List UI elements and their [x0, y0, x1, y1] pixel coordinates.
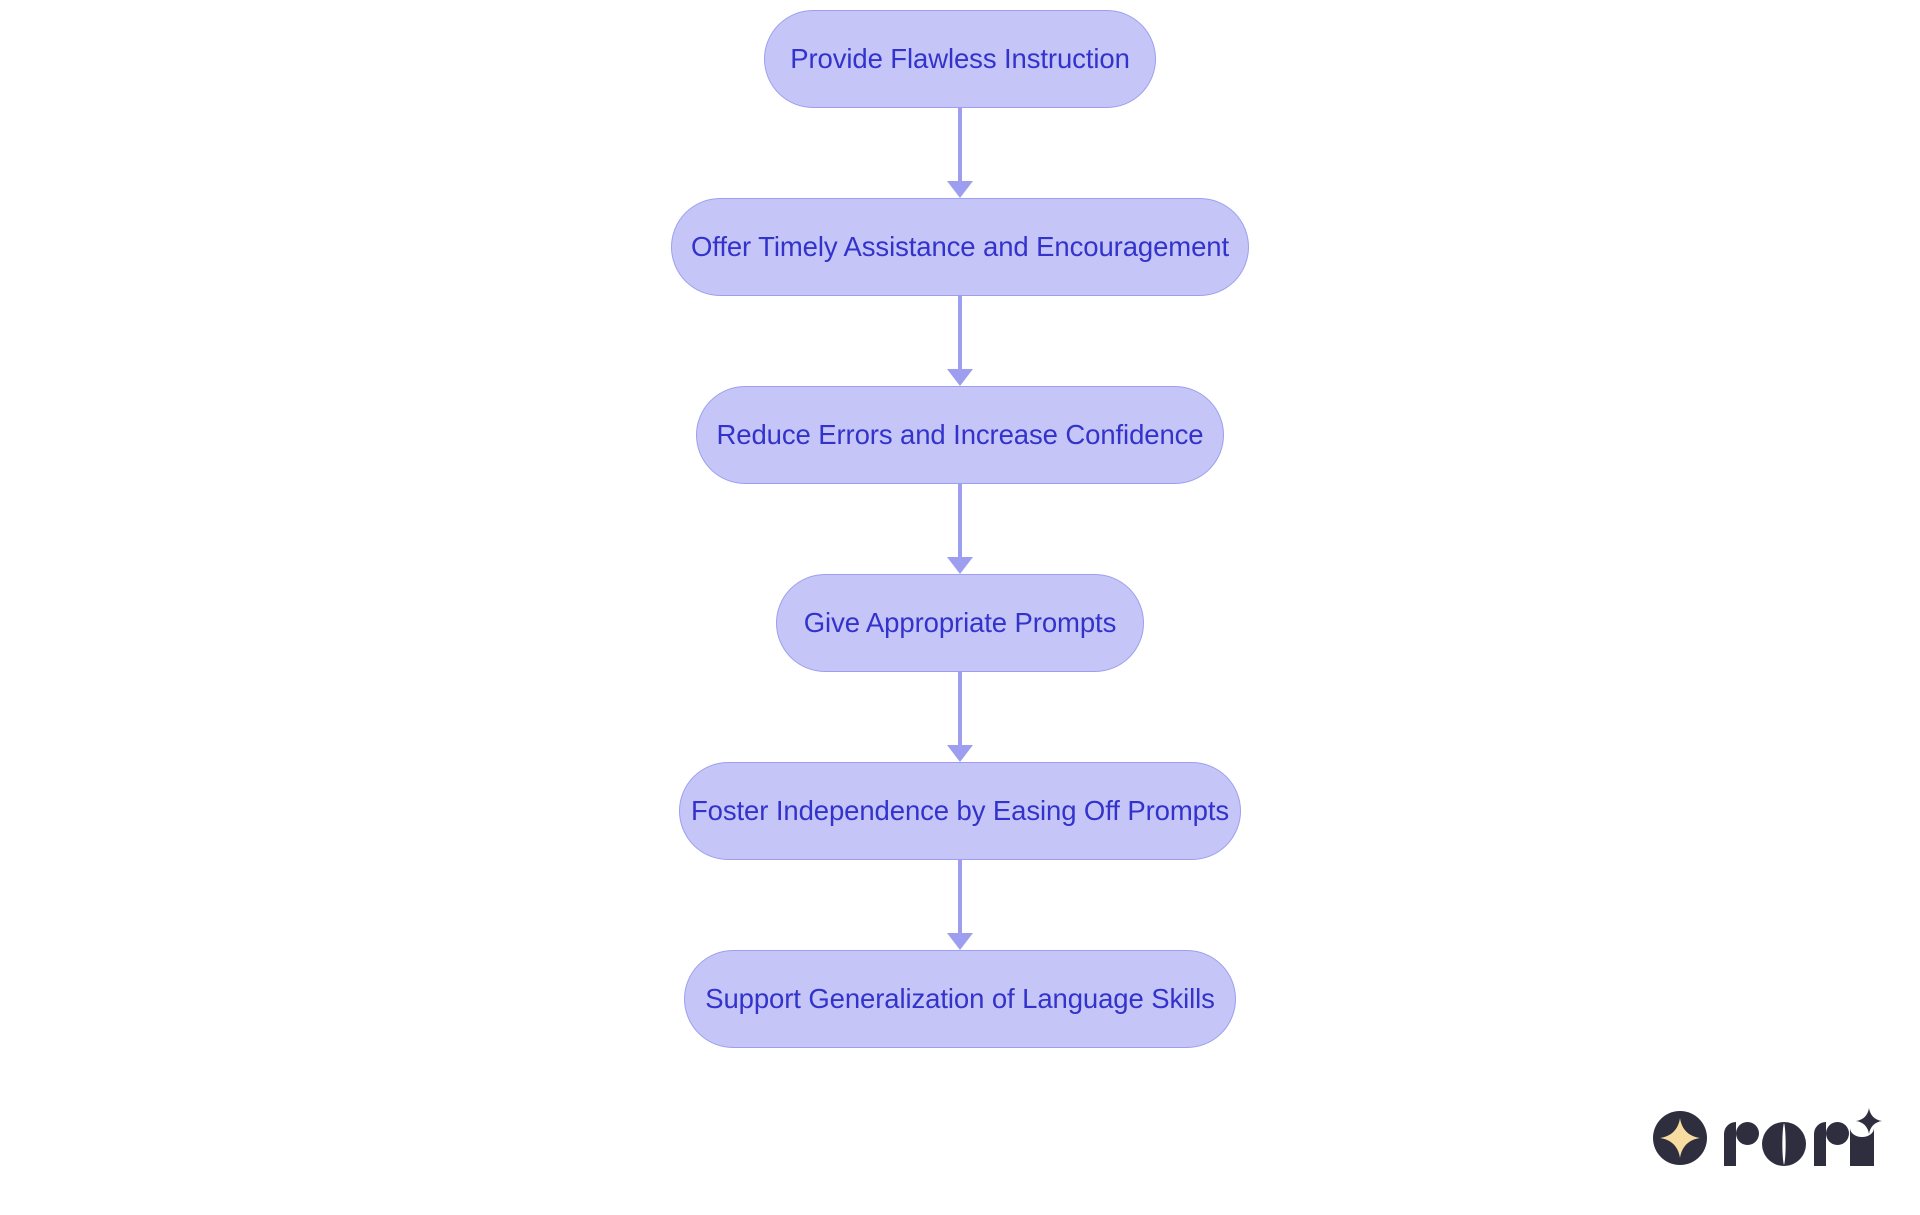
flow-node-label: Provide Flawless Instruction [790, 43, 1130, 75]
arrow-head-icon [947, 745, 973, 762]
arrow-head-icon [947, 557, 973, 574]
arrow-stem-icon [957, 672, 963, 746]
arrow-head-icon [947, 933, 973, 950]
flow-node-1[interactable]: Provide Flawless Instruction [764, 10, 1156, 108]
flow-arrow-5 [940, 860, 980, 950]
flow-node-4[interactable]: Give Appropriate Prompts [776, 574, 1144, 672]
arrow-stem-icon [957, 484, 963, 558]
rori-wordmark [1724, 1108, 1882, 1166]
flow-node-3[interactable]: Reduce Errors and Increase Confidence [696, 386, 1224, 484]
flow-node-2[interactable]: Offer Timely Assistance and Encouragemen… [671, 198, 1249, 296]
flow-node-label: Reduce Errors and Increase Confidence [716, 419, 1204, 451]
flow-node-label: Give Appropriate Prompts [803, 607, 1117, 639]
flow-node-6[interactable]: Support Generalization of Language Skill… [684, 950, 1236, 1048]
arrow-stem-icon [957, 108, 963, 182]
flow-arrow-1 [940, 108, 980, 198]
flow-node-label: Offer Timely Assistance and Encouragemen… [690, 231, 1230, 263]
arrow-head-icon [947, 181, 973, 198]
star-in-circle-icon [1653, 1111, 1707, 1165]
flow-arrow-3 [940, 484, 980, 574]
rori-logo [1652, 1108, 1892, 1168]
flow-arrow-4 [940, 672, 980, 762]
flow-arrow-2 [940, 296, 980, 386]
arrow-stem-icon [957, 296, 963, 370]
flow-node-5[interactable]: Foster Independence by Easing Off Prompt… [679, 762, 1241, 860]
flow-node-label: Support Generalization of Language Skill… [705, 983, 1215, 1015]
flow-node-label: Foster Independence by Easing Off Prompt… [690, 795, 1230, 827]
arrow-head-icon [947, 369, 973, 386]
arrow-stem-icon [957, 860, 963, 934]
